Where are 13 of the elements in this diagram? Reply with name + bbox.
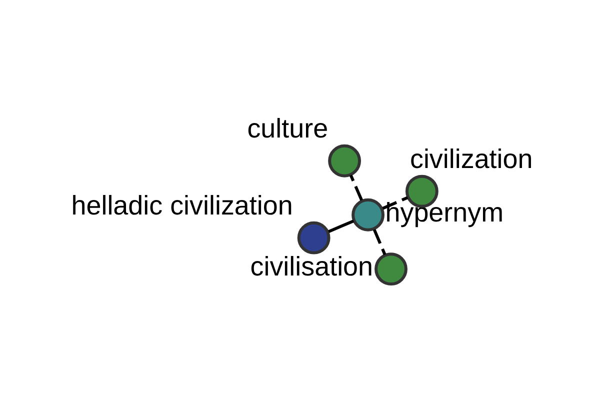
node-label: civilization [409, 144, 532, 174]
node-circle [328, 144, 361, 178]
node-label: culture [246, 114, 328, 144]
connector [372, 229, 386, 256]
node-circle [296, 221, 330, 254]
node-circle [374, 252, 407, 286]
connector [348, 174, 362, 201]
connector [328, 220, 354, 233]
connector [382, 196, 408, 210]
node-circle [351, 198, 384, 232]
node-label: civilisation [250, 252, 373, 282]
node-label: helladic civilization [70, 190, 292, 220]
node-label: hypernym [384, 197, 504, 228]
